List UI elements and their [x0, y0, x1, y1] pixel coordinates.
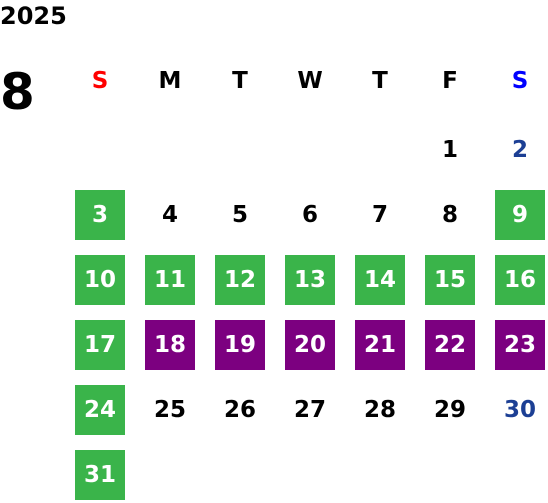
calendar-day-18[interactable]: 18: [145, 320, 195, 370]
calendar-day-9[interactable]: 9: [495, 190, 545, 240]
weekday-header-row: S M T W T F S: [75, 62, 545, 100]
calendar-day-29[interactable]: 29: [433, 397, 466, 423]
calendar-day-24[interactable]: 24: [75, 385, 125, 435]
calendar-day-15[interactable]: 15: [425, 255, 475, 305]
weekday-tuesday: T: [232, 68, 248, 94]
weekday-saturday: S: [511, 68, 529, 94]
calendar-week-row: 24 25 26 27 28 29 30: [75, 385, 545, 435]
calendar-empty-cell: [285, 125, 335, 175]
calendar-day-31[interactable]: 31: [75, 450, 125, 500]
weekday-monday: M: [158, 68, 182, 94]
calendar-day-8[interactable]: 8: [441, 202, 458, 228]
calendar-week-row: 3 4 5 6 7 8 9: [75, 190, 545, 240]
calendar-day-27[interactable]: 27: [293, 397, 326, 423]
calendar-day-4[interactable]: 4: [161, 202, 178, 228]
calendar-day-20[interactable]: 20: [285, 320, 335, 370]
calendar-day-21[interactable]: 21: [355, 320, 405, 370]
weekday-sunday: S: [91, 68, 109, 94]
calendar-day-13[interactable]: 13: [285, 255, 335, 305]
calendar-day-12[interactable]: 12: [215, 255, 265, 305]
calendar-day-26[interactable]: 26: [223, 397, 256, 423]
calendar-day-28[interactable]: 28: [363, 397, 396, 423]
calendar-week-row: 10 11 12 13 14 15 16: [75, 255, 545, 305]
calendar-empty-cell: [495, 450, 545, 500]
calendar-empty-cell: [285, 450, 335, 500]
calendar-empty-cell: [145, 450, 195, 500]
calendar-year: 2025: [0, 2, 67, 30]
weekday-thursday: T: [372, 68, 388, 94]
calendar-empty-cell: [355, 125, 405, 175]
calendar-day-23[interactable]: 23: [495, 320, 545, 370]
calendar-day-2[interactable]: 2: [511, 137, 528, 163]
weekday-wednesday: W: [297, 68, 323, 94]
calendar-day-19[interactable]: 19: [215, 320, 265, 370]
calendar-week-row: 31: [75, 450, 545, 500]
calendar-day-7[interactable]: 7: [371, 202, 388, 228]
calendar-day-5[interactable]: 5: [231, 202, 248, 228]
calendar-empty-cell: [145, 125, 195, 175]
weekday-friday: F: [442, 68, 458, 94]
calendar-day-6[interactable]: 6: [301, 202, 318, 228]
calendar-empty-cell: [215, 450, 265, 500]
calendar-day-25[interactable]: 25: [153, 397, 186, 423]
calendar-month: 8: [0, 63, 35, 121]
calendar-empty-cell: [75, 125, 125, 175]
calendar-day-1[interactable]: 1: [441, 137, 458, 163]
calendar-day-11[interactable]: 11: [145, 255, 195, 305]
calendar-empty-cell: [355, 450, 405, 500]
calendar-day-30[interactable]: 30: [503, 397, 536, 423]
calendar-week-row: 17 18 19 20 21 22 23: [75, 320, 545, 370]
calendar-day-22[interactable]: 22: [425, 320, 475, 370]
calendar-day-16[interactable]: 16: [495, 255, 545, 305]
calendar-empty-cell: [425, 450, 475, 500]
calendar-day-14[interactable]: 14: [355, 255, 405, 305]
calendar-day-10[interactable]: 10: [75, 255, 125, 305]
calendar-day-3[interactable]: 3: [75, 190, 125, 240]
calendar-day-17[interactable]: 17: [75, 320, 125, 370]
calendar-empty-cell: [215, 125, 265, 175]
